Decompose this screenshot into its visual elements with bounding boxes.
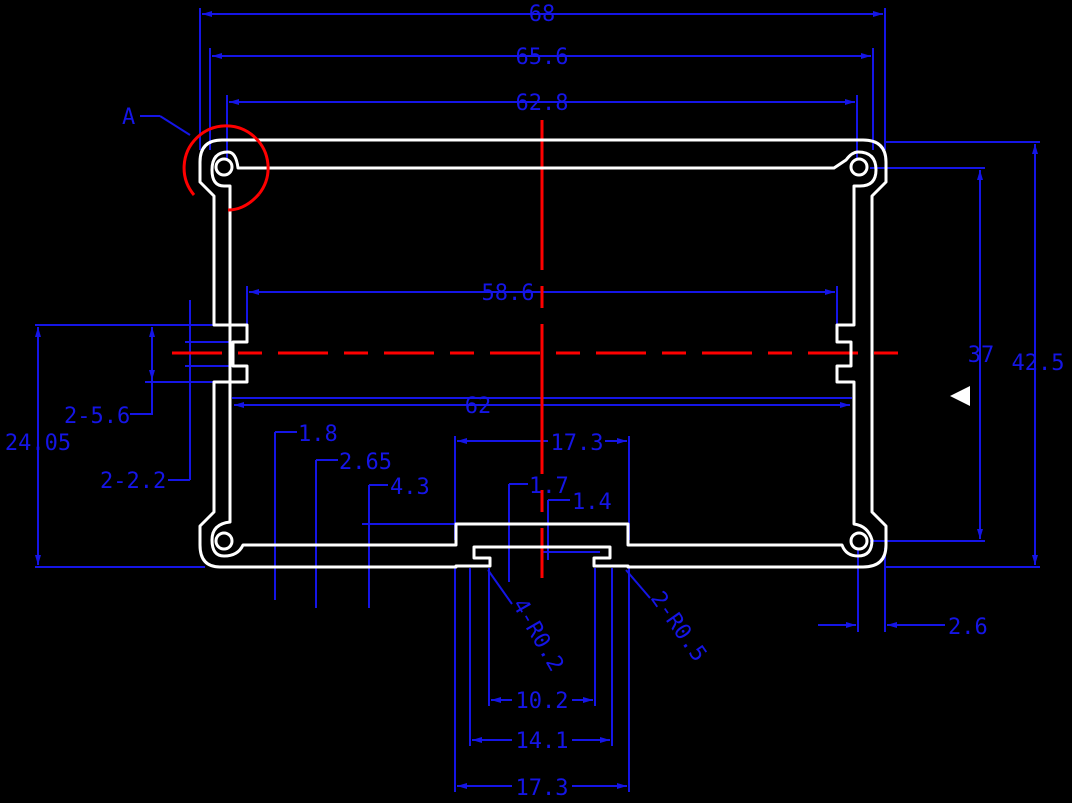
profile-outline [198,138,888,569]
dim-inner-height: 37 [968,343,995,368]
detail-label: A [122,105,135,130]
dim-channel-inner: 10.2 [516,689,569,714]
dimension-labels: 68 65.6 62.8 58.6 62 37 42.5 24.05 2-5.6… [5,2,1065,801]
detail-marker-arc-tail [227,193,261,212]
dim-corner-radius-4: 4-R0.2 [507,595,568,676]
detail-marker-arc [182,124,270,196]
dim-wall-1: 1.8 [298,422,338,447]
boss-bottom-right [849,531,869,551]
dim-rib-1: 1.7 [529,474,569,499]
dim-channel-outer: 17.3 [516,776,569,801]
dimension-lines [35,8,1040,792]
dim-inner-span: 62 [465,394,492,419]
dim-corner-radius-2: 2-R0.5 [645,587,711,666]
dim-outer-height: 42.5 [1012,351,1065,376]
dim-channel-mid: 14.1 [516,729,569,754]
boss-bottom-left [214,531,234,551]
dim-rib-2: 1.4 [572,490,612,515]
centerlines [172,120,912,578]
dim-wall-3: 4.3 [390,475,430,500]
boss-top-right [849,157,869,177]
dim-top-channel: 17.3 [551,431,604,456]
boss-top-left [214,157,234,177]
dim-wall-2: 2.65 [339,450,392,475]
dim-edge-offset: 2.6 [948,615,988,640]
dim-slot-depth: 2-2.2 [100,469,166,494]
dim-inner-width: 62.8 [516,91,569,116]
inner-contour [210,150,878,558]
outer-contour [198,138,888,569]
dim-overall-width: 68 [529,2,556,27]
dim-slot-span: 58.6 [482,281,535,306]
dim-offset-height: 24.05 [5,431,71,456]
indicator-triangle-icon [950,386,970,406]
dim-slot-height: 2-5.6 [64,404,130,429]
dim-outer-width: 65.6 [516,45,569,70]
